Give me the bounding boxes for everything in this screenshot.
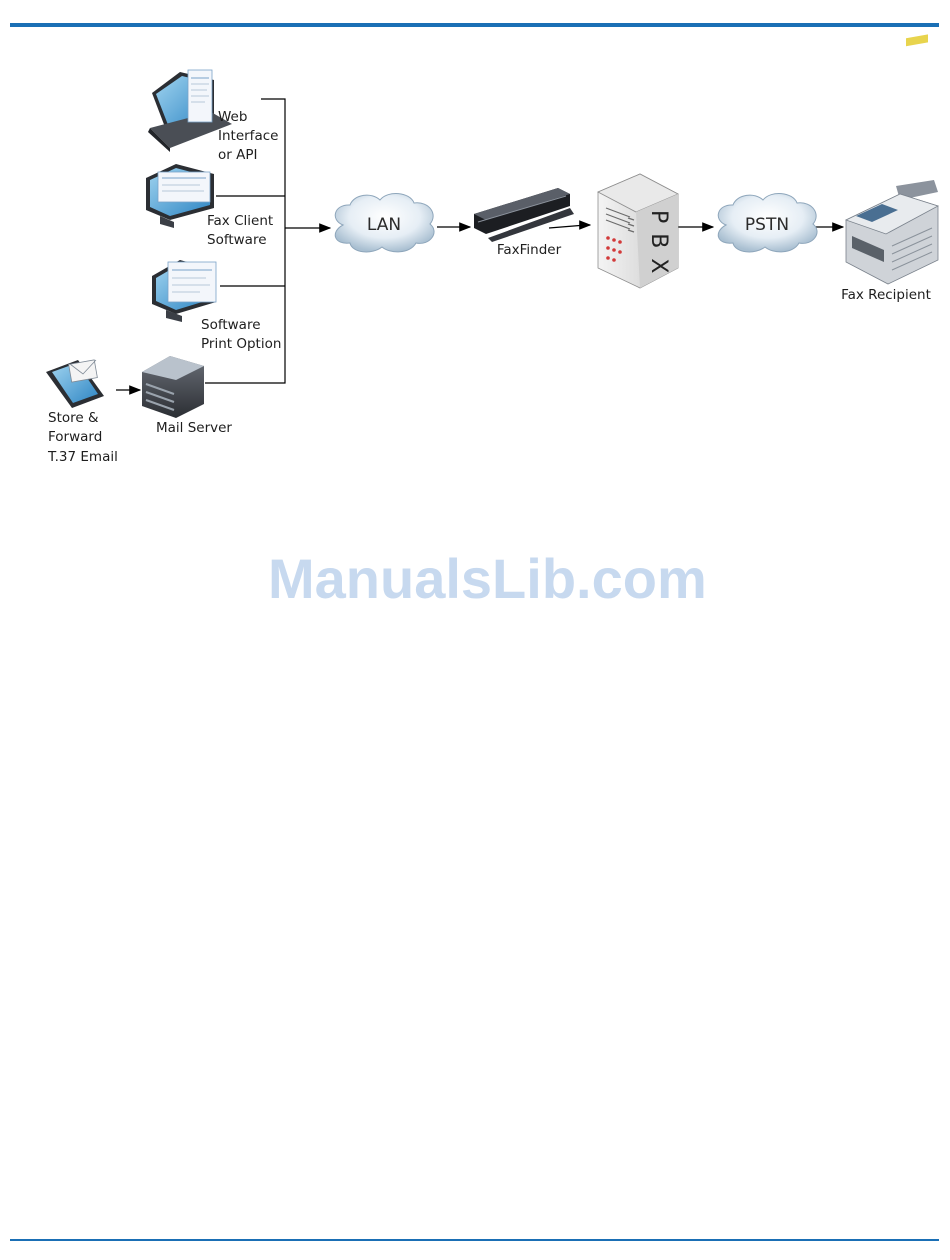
fax-machine-icon bbox=[846, 34, 938, 284]
svg-text:or API: or API bbox=[218, 147, 257, 163]
svg-text:Fax Client: Fax Client bbox=[207, 213, 273, 229]
mail-server-icon bbox=[142, 356, 204, 418]
watermark: ManualsLib.com bbox=[268, 546, 707, 611]
fax-client-label: Fax Client Software bbox=[207, 213, 273, 248]
pstn-cloud: PSTN bbox=[718, 194, 817, 252]
svg-text:Print Option: Print Option bbox=[201, 336, 281, 352]
faxfinder-device-icon bbox=[474, 188, 574, 242]
bottom-rule bbox=[10, 1239, 939, 1241]
svg-text:Web: Web bbox=[218, 109, 247, 125]
pbx-label: PBX bbox=[646, 210, 671, 283]
svg-text:T.37 Email: T.37 Email bbox=[47, 449, 118, 465]
lan-label: LAN bbox=[367, 215, 401, 235]
desktop-print-icon bbox=[152, 260, 216, 322]
lan-cloud: LAN bbox=[335, 194, 434, 252]
faxfinder-label: FaxFinder bbox=[497, 242, 562, 258]
desktop-computer-icon bbox=[146, 164, 214, 228]
web-interface-label: Web Interface or API bbox=[218, 109, 278, 163]
mail-server-label: Mail Server bbox=[156, 420, 232, 436]
svg-text:Store &: Store & bbox=[48, 410, 99, 426]
svg-text:Interface: Interface bbox=[218, 128, 278, 144]
svg-text:Software: Software bbox=[207, 232, 267, 248]
store-forward-label: Store & Forward T.37 Email bbox=[47, 410, 118, 465]
svg-text:Software: Software bbox=[201, 317, 261, 333]
mobile-phone-icon bbox=[46, 360, 104, 408]
print-option-label: Software Print Option bbox=[201, 317, 281, 352]
fax-recipient-label: Fax Recipient bbox=[841, 287, 931, 303]
pstn-label: PSTN bbox=[745, 215, 789, 235]
svg-text:Forward: Forward bbox=[48, 429, 102, 445]
